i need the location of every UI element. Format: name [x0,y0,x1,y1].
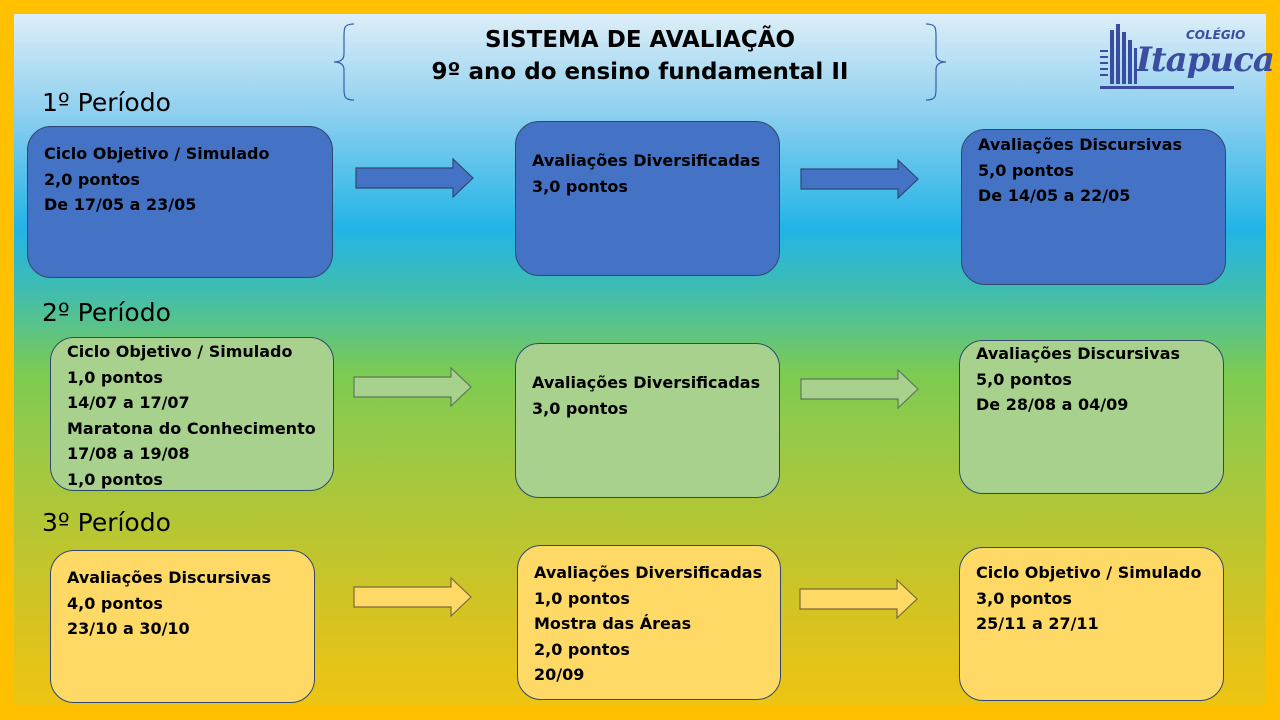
period-1-arrow-2 [800,158,919,200]
box-line: Maratona do Conhecimento [67,418,316,438]
period-1-label: 1º Período [42,88,171,117]
box-line: De 14/05 a 22/05 [978,186,1131,205]
left-brace-decoration [333,23,355,101]
period-3-label: 3º Período [42,508,171,537]
period-2-box-diversified: Avaliações Diversificadas 3,0 pontos [515,343,780,498]
title-line-1: SISTEMA DE AVALIAÇÃO [484,27,796,53]
period-1-box-discursive: Avaliações Discursivas 5,0 pontos De 14/… [961,129,1226,285]
logo-school-name: Itapuca [1136,40,1275,80]
box-line: Ciclo Objetivo / Simulado [44,144,270,163]
right-brace-decoration [925,23,947,101]
box-line: 3,0 pontos [532,176,628,196]
box-line: Ciclo Objetivo / Simulado [976,563,1202,582]
box-line: 2,0 pontos [534,639,630,659]
period-3-box-discursive: Avaliações Discursivas 4,0 pontos 23/10 … [50,550,315,703]
box-line: Mostra das Áreas [534,614,692,633]
box-line: 25/11 a 27/11 [976,614,1099,633]
period-3-arrow-2 [799,578,918,620]
box-line: Ciclo Objetivo / Simulado [67,342,293,361]
box-line: Avaliações Discursivas [978,135,1183,154]
box-line: Avaliações Diversificadas [534,563,763,582]
box-line: 3,0 pontos [532,398,628,418]
box-line: 14/07 a 17/07 [67,393,190,412]
box-line: 17/08 a 19/08 [67,444,190,463]
box-line: 3,0 pontos [976,588,1072,608]
title-line-2: 9º ano do ensino fundamental II [431,59,849,85]
box-line: Avaliações Discursivas [67,568,272,587]
box-line: 5,0 pontos [976,369,1072,389]
period-1-box-objective-cycle: Ciclo Objetivo / Simulado 2,0 pontos De … [27,126,333,278]
box-line: 23/10 a 30/10 [67,619,190,638]
period-2-box-objective-cycle: Ciclo Objetivo / Simulado 1,0 pontos 14/… [50,337,334,491]
box-line: 1,0 pontos [67,469,163,489]
period-2-label: 2º Período [42,298,171,327]
box-line: Avaliações Discursivas [976,344,1181,363]
box-line: Avaliações Diversificadas [532,151,761,170]
school-logo-emblem [1100,24,1234,89]
period-3-box-objective-cycle: Ciclo Objetivo / Simulado 3,0 pontos 25/… [959,547,1224,701]
page-title: SISTEMA DE AVALIAÇÃO 9º ano do ensino fu… [360,24,920,88]
period-1-box-diversified: Avaliações Diversificadas 3,0 pontos [515,121,780,276]
box-line: De 28/08 a 04/09 [976,395,1129,414]
box-line: 4,0 pontos [67,593,163,613]
period-1-arrow-1 [355,157,474,199]
box-line: De 17/05 a 23/05 [44,195,197,214]
box-line: 1,0 pontos [67,367,163,387]
period-2-arrow-2 [800,368,919,410]
period-3-box-diversified: Avaliações Diversificadas 1,0 pontos Mos… [517,545,781,700]
logo-college-label: COLÉGIO [1186,28,1246,42]
period-2-arrow-1 [353,366,472,408]
box-line: Avaliações Diversificadas [532,373,761,392]
box-line: 2,0 pontos [44,169,140,189]
box-line: 1,0 pontos [534,588,630,608]
period-3-arrow-1 [353,576,472,618]
period-2-box-discursive: Avaliações Discursivas 5,0 pontos De 28/… [959,340,1224,494]
box-line: 5,0 pontos [978,160,1074,180]
box-line: 20/09 [534,665,585,684]
